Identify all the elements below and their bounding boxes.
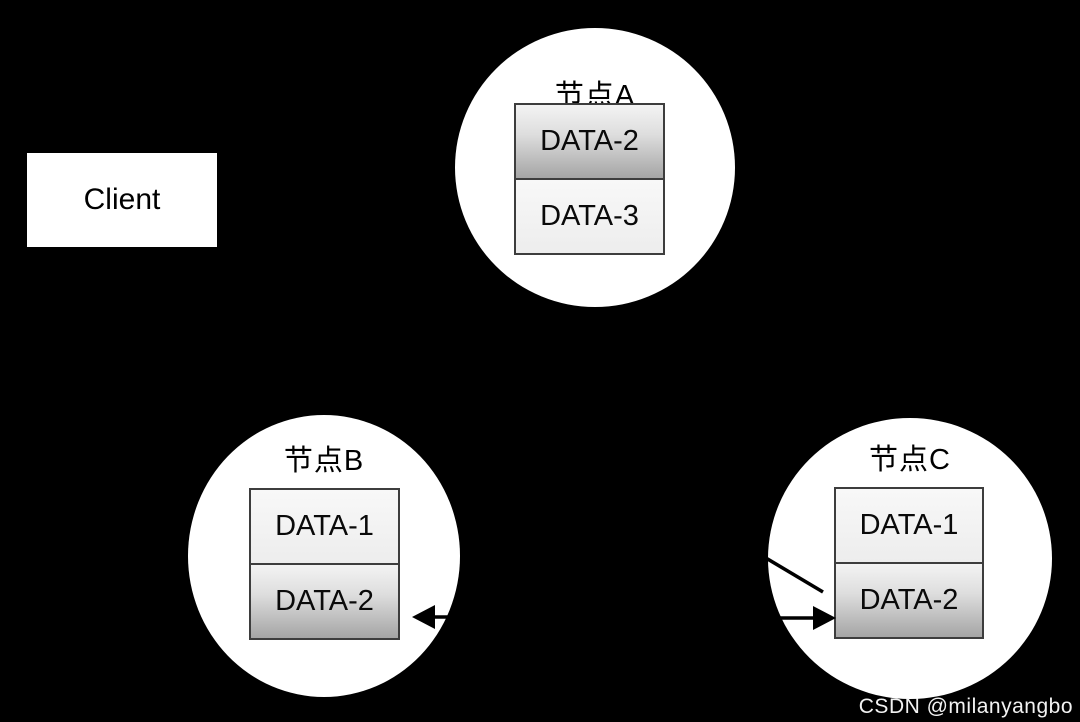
node-c-data-box-2: DATA-2 [834,562,984,639]
node-c-circle: 节点C DATA-1 DATA-2 [768,418,1052,699]
node-c-data-box-2-label: DATA-2 [859,584,959,616]
node-c-data-stack: DATA-1 DATA-2 [834,487,984,639]
node-a-data-box-2-label: DATA-3 [540,200,639,232]
client-box: Client [27,153,217,247]
node-b-title: 节点B [283,445,365,477]
node-a-data-box-2: DATA-3 [514,178,665,255]
node-c-data-box-1: DATA-1 [834,487,984,564]
node-b-data-box-1: DATA-1 [249,488,400,565]
node-b-data-box-2: DATA-2 [249,563,400,640]
watermark-text: CSDN @milanyangbo [858,695,1073,718]
node-b-circle: 节点B DATA-1 DATA-2 [188,415,460,697]
node-b-data-box-1-label: DATA-1 [275,510,374,542]
node-a-data-stack: DATA-2 DATA-3 [514,103,665,255]
node-c-data-box-1-label: DATA-1 [859,509,959,541]
node-b-data-box-2-label: DATA-2 [275,585,374,617]
node-b-data-stack: DATA-1 DATA-2 [249,488,400,640]
node-c-title: 节点C [869,444,951,476]
node-a-data-box-1-label: DATA-2 [540,125,639,157]
node-a-data-box-1: DATA-2 [514,103,665,180]
node-a-circle: 节点A DATA-2 DATA-3 [455,28,735,307]
client-label: Client [83,183,161,216]
